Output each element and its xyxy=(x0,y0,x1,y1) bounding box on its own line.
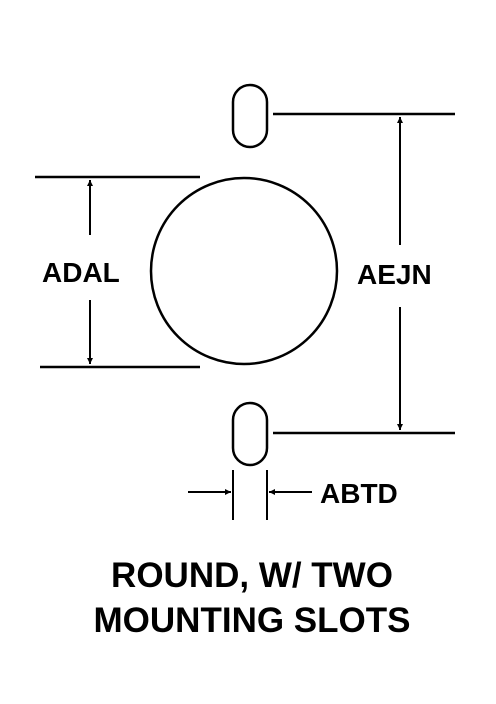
label-aejn: AEJN xyxy=(357,259,432,290)
caption-line-2: MOUNTING SLOTS xyxy=(94,601,411,640)
label-adal: ADAL xyxy=(42,257,120,288)
caption-line-1: ROUND, W/ TWO xyxy=(111,556,393,595)
mounting-slot-bottom xyxy=(231,401,269,467)
mounting-slot-top xyxy=(231,83,269,149)
label-abtd: ABTD xyxy=(320,478,398,509)
round-body xyxy=(149,176,339,366)
